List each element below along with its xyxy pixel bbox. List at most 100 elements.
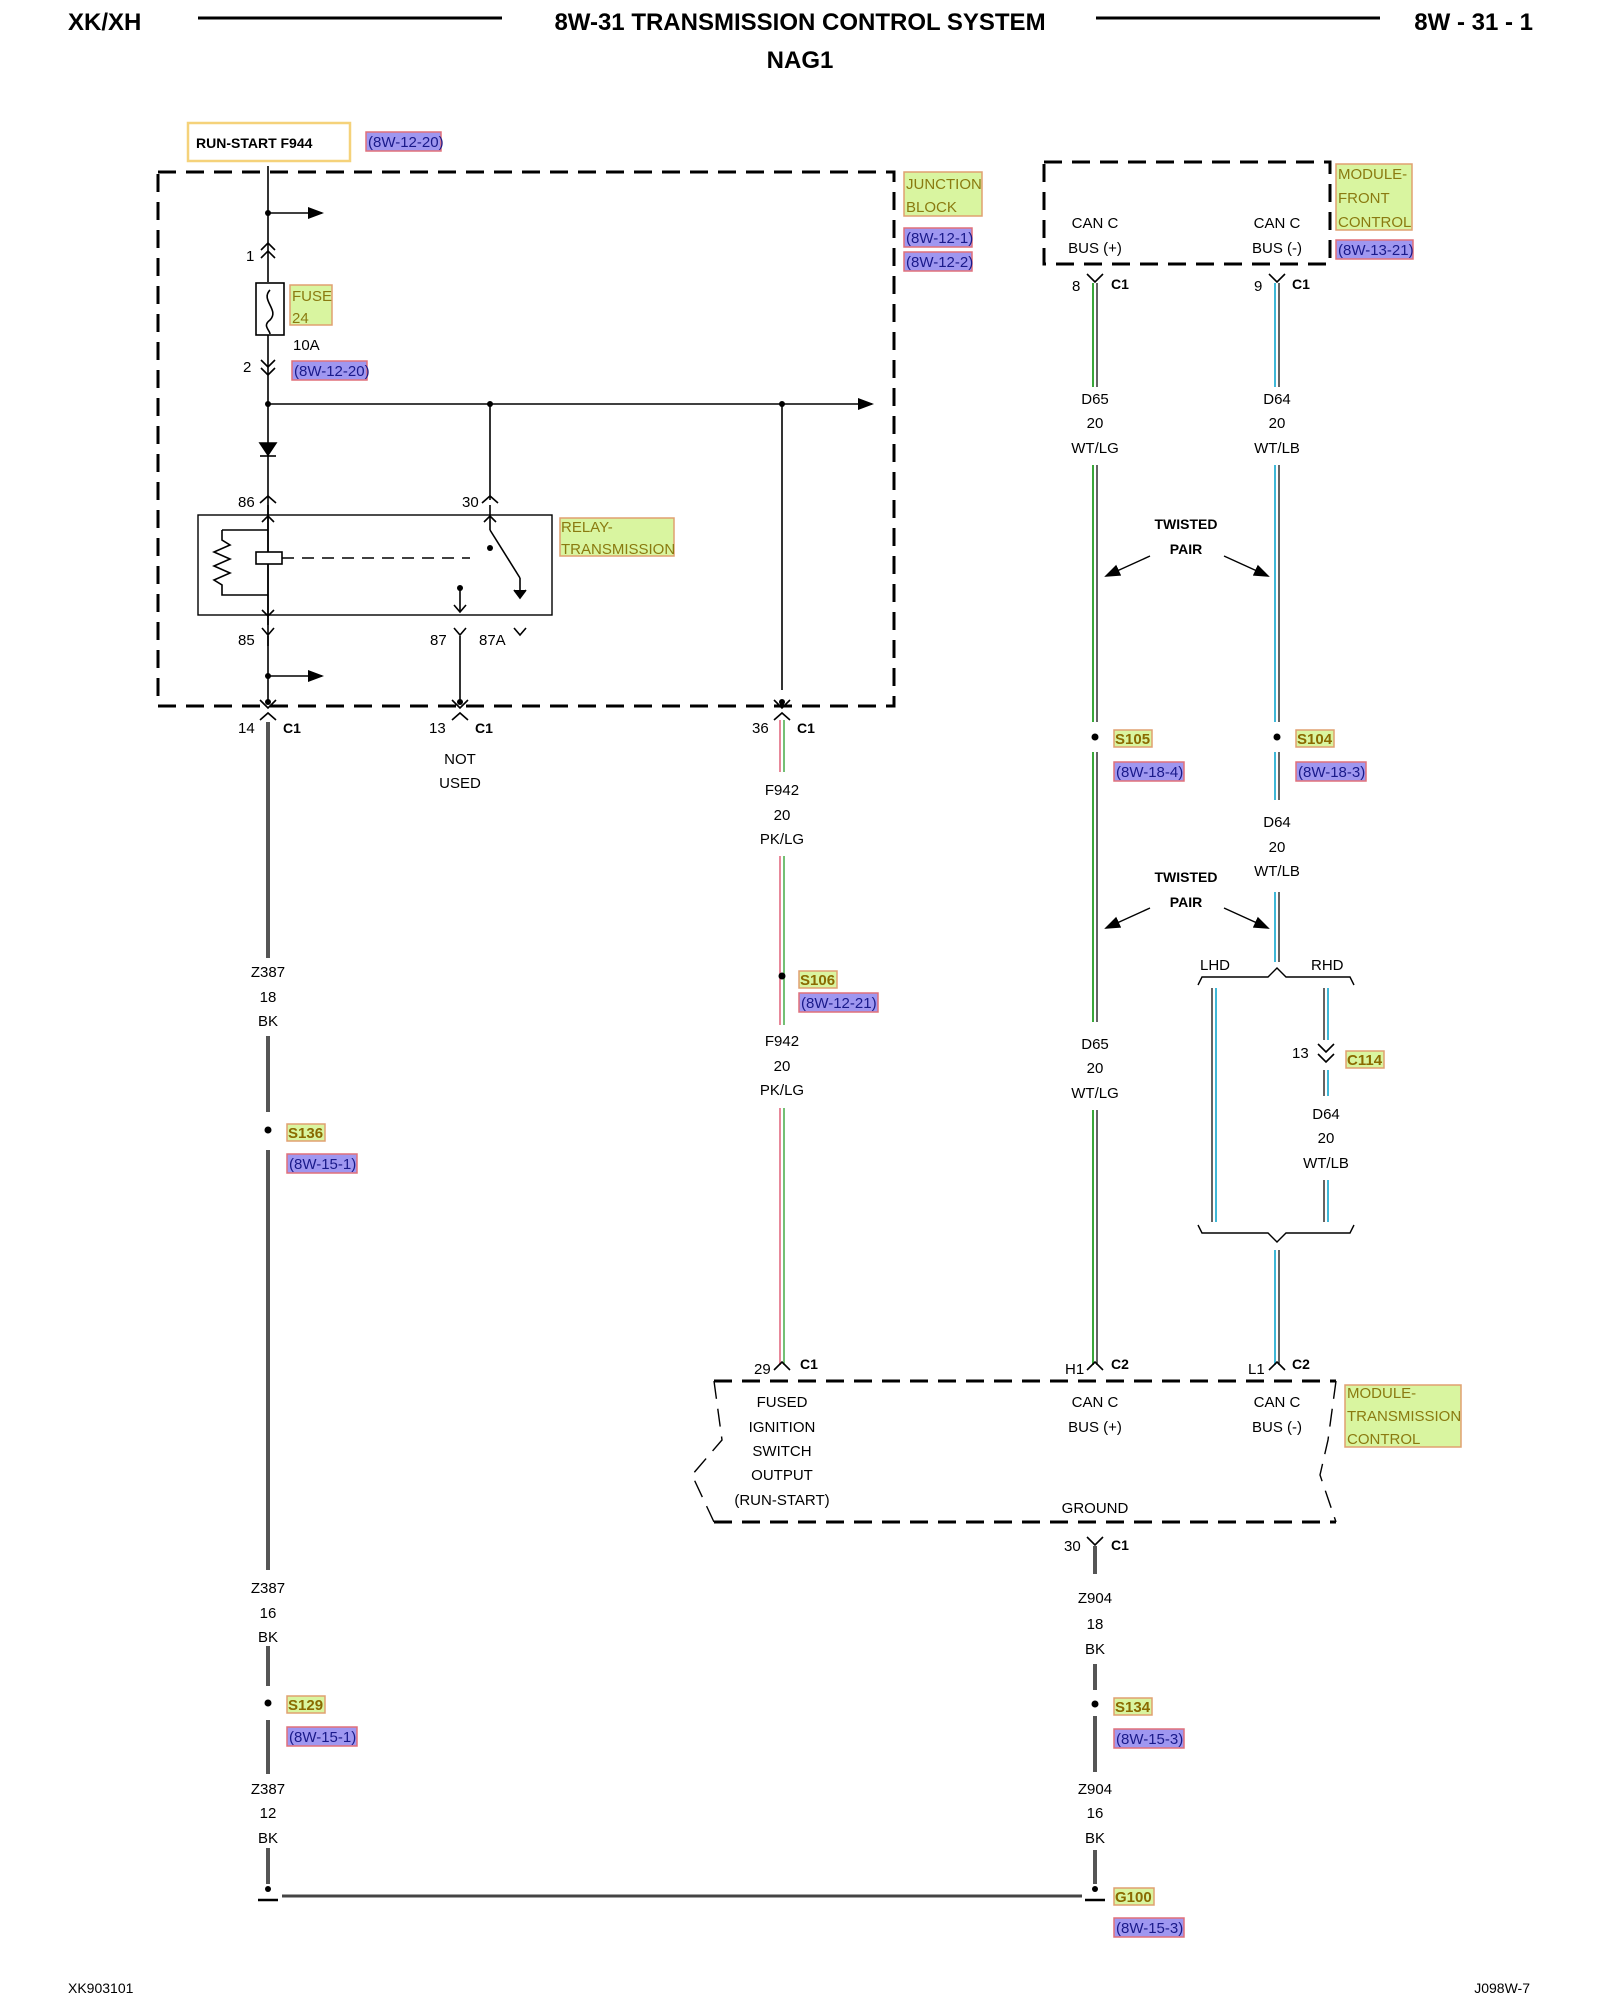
s136-ref-box [286, 1153, 358, 1174]
fuse-label-l2: 24 [292, 310, 309, 327]
fcm-can-plus-l2: BUS (+) [1068, 240, 1122, 257]
s104-ref-link[interactable]: (8W-18-3) [1298, 764, 1365, 781]
fuse-feed [255, 166, 324, 646]
relay-name-l2: TRANSMISSION [561, 541, 675, 558]
ground-left-dot [265, 1886, 271, 1892]
relay-pin-86: 86 [238, 494, 255, 511]
front-control-ref-link[interactable]: (8W-13-21) [1338, 242, 1414, 259]
tcm-pin-h1: H1 [1065, 1361, 1084, 1378]
z904b-color: BK [1085, 1830, 1105, 1847]
tcm-fused-l1: FUSED [757, 1394, 808, 1411]
c114-connector [1317, 1043, 1335, 1064]
s106-ref-link[interactable]: (8W-12-21) [801, 995, 877, 1012]
g100-ref-box [1113, 1917, 1185, 1938]
footer-right-code: J098W-7 [1474, 1980, 1530, 1996]
d65b-gauge: 20 [1087, 1060, 1104, 1077]
junction-ref2-link[interactable]: (8W-12-2) [906, 254, 973, 271]
fuse-ref-link[interactable]: (8W-12-20) [294, 363, 370, 380]
junction-block-name-l1: JUNCTION [906, 176, 982, 193]
z387c-gauge: 12 [260, 1805, 277, 1822]
junction-block-name-l2: BLOCK [906, 199, 957, 216]
s134-ref-link[interactable]: (8W-15-3) [1116, 1731, 1183, 1748]
tcm-pin-l1: L1 [1248, 1361, 1265, 1378]
not-used-l1: NOT [444, 751, 476, 768]
s129-ref-link[interactable]: (8W-15-1) [289, 1729, 356, 1746]
s104-id: S104 [1297, 731, 1333, 748]
front-control-name-l1: MODULE- [1338, 166, 1407, 183]
d64c-circuit: D64 [1312, 1106, 1340, 1123]
fcm-pin-9: 9 [1254, 278, 1262, 295]
not-used-l2: USED [439, 775, 481, 792]
f942a-circuit: F942 [765, 782, 799, 799]
junction-ref2-box [903, 251, 973, 272]
f942a-color: PK/LG [760, 831, 804, 848]
lhd-wire [1211, 988, 1217, 1222]
d64c-gauge: 20 [1318, 1130, 1335, 1147]
relay-contact-87 [457, 585, 463, 591]
tcm-fused-l2: IGNITION [749, 1419, 816, 1436]
relay-contact-common [487, 545, 493, 551]
s105-splice-dot [1091, 733, 1099, 741]
relay-pin-85: 85 [238, 632, 255, 649]
tcm-outline [714, 1379, 1336, 1524]
jb-conn-36: C1 [797, 720, 815, 736]
junction-ref1-link[interactable]: (8W-12-1) [906, 230, 973, 247]
z387a-color: BK [258, 1013, 278, 1030]
can-plus-wire [1092, 283, 1098, 1365]
s105-id: S105 [1115, 731, 1150, 748]
g100-ref-link[interactable]: (8W-15-3) [1116, 1920, 1183, 1937]
fcm-conn-8: C1 [1111, 276, 1129, 292]
d64a-gauge: 20 [1269, 415, 1286, 432]
variant-lhd: LHD [1200, 957, 1230, 974]
s129-id: S129 [288, 1697, 323, 1714]
tcm-conn-h1: C2 [1111, 1356, 1129, 1372]
fcm-can-minus-l2: BUS (-) [1252, 240, 1302, 257]
fuse-label-l1: FUSE [292, 288, 332, 305]
power-ref-link[interactable]: (8W-12-20) [368, 134, 444, 151]
ground-right-dot [1092, 1886, 1098, 1892]
tcm-can-minus-l2: BUS (-) [1252, 1419, 1302, 1436]
s136-id: S136 [288, 1125, 323, 1142]
tcm-outline-sides [691, 1380, 1337, 1523]
tcm-name-l2: TRANSMISSION [1347, 1408, 1461, 1425]
s134-id: S134 [1115, 1699, 1151, 1716]
fuse-pin-out: 2 [243, 359, 251, 376]
tcm-conn-30: C1 [1111, 1537, 1129, 1553]
s134-splice-dot [1091, 1700, 1099, 1708]
variant-braces [1197, 967, 1355, 1243]
s105-ref-link[interactable]: (8W-18-4) [1116, 764, 1183, 781]
z387a-circuit: Z387 [251, 964, 285, 981]
d65b-color: WT/LG [1071, 1085, 1119, 1102]
c114-id: C114 [1347, 1052, 1383, 1069]
s129-ref-box [286, 1726, 358, 1747]
twisted-pair-2-arrow-left [1104, 907, 1151, 929]
c114-box [1345, 1050, 1385, 1069]
junction-block-outline [156, 170, 896, 708]
z904a-gauge: 18 [1087, 1616, 1104, 1633]
tcm-name-box [1344, 1384, 1462, 1448]
relay-pin-30: 30 [462, 494, 479, 511]
s104-ref-box [1295, 761, 1367, 782]
s136-ref-link[interactable]: (8W-15-1) [289, 1156, 356, 1173]
fuse-pin-in: 1 [246, 248, 254, 265]
fcm-can-minus-l1: CAN C [1254, 215, 1301, 232]
jb-conn-13: C1 [475, 720, 493, 736]
front-control-name-box [1335, 163, 1413, 231]
z904a-color: BK [1085, 1641, 1105, 1658]
fuse-rating: 10A [293, 337, 320, 354]
tcm-fused-l4: OUTPUT [751, 1467, 813, 1484]
s106-box [798, 970, 838, 989]
relay-85-node [265, 673, 271, 679]
jb-pin-14: 14 [238, 720, 255, 737]
twisted-pair-1-arrow-right [1223, 555, 1270, 577]
fcm-connectors [1086, 273, 1286, 284]
tcm-can-plus-l1: CAN C [1072, 1394, 1119, 1411]
fuse-name-box [289, 284, 333, 326]
f942b-circuit: F942 [765, 1033, 799, 1050]
relay-pin-87: 87 [430, 632, 447, 649]
z904b-gauge: 16 [1087, 1805, 1104, 1822]
s104-box [1295, 729, 1335, 748]
fcm-pin-8: 8 [1072, 278, 1080, 295]
c114-pin: 13 [1292, 1045, 1309, 1062]
tcm-fused-l3: SWITCH [752, 1443, 811, 1460]
